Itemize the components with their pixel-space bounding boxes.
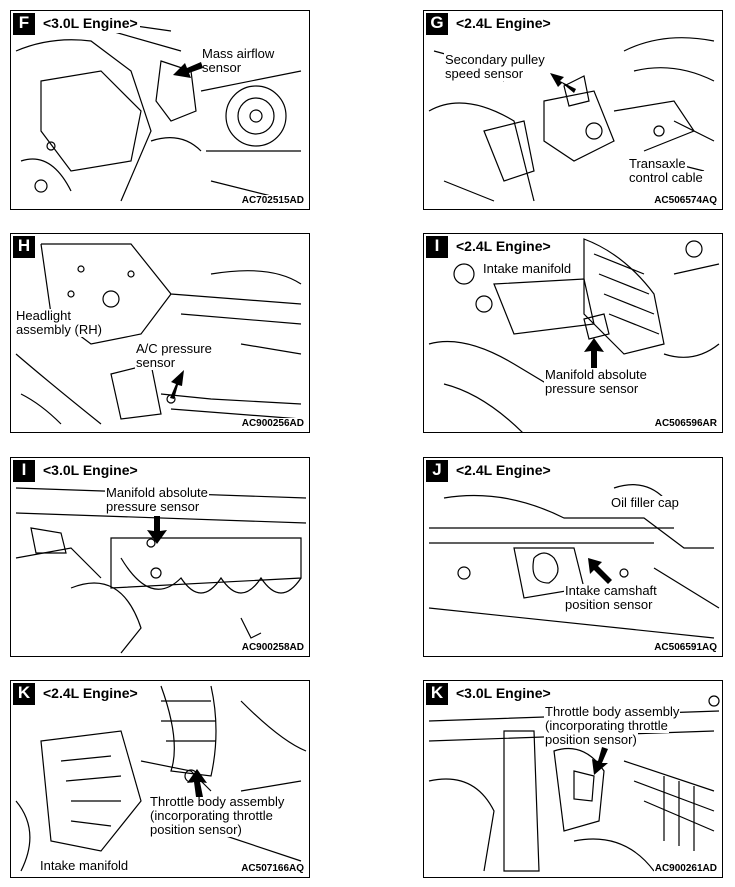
arrow-icon — [588, 558, 612, 584]
engine-drawing-k-30 — [428, 695, 720, 872]
callout-label: sensor — [135, 355, 177, 370]
arrow-icon — [187, 769, 207, 797]
panel-i-30: I <3.0L Engine> Manifold absolute pressu… — [10, 457, 310, 657]
callout-label: pressure sensor — [544, 381, 640, 396]
arrow-icon — [173, 62, 203, 78]
callout-label: pressure sensor — [105, 499, 201, 514]
figure-code: AC506596AR — [653, 418, 718, 429]
callout-label: (incorporating throttle — [149, 808, 274, 823]
callout-label: control cable — [628, 170, 704, 185]
engine-label: <3.0L Engine> — [454, 683, 553, 703]
panel-h: H Headlight assembly (RH) A/C pressure s… — [10, 233, 310, 433]
callout-label: position sensor — [564, 597, 654, 612]
panel-f: F <3.0L Engine> Mass airflow sensor AC70… — [10, 10, 310, 210]
callout-label: Manifold absolute — [544, 367, 648, 382]
panel-letter: H — [13, 236, 35, 258]
callout-label: position sensor) — [149, 822, 243, 837]
engine-drawing-i-24 — [428, 238, 720, 432]
panel-i-24: I <2.4L Engine> Intake manifold Manifold… — [423, 233, 723, 433]
callout-label: Headlight — [15, 308, 72, 323]
callout-label: Throttle body assembly — [149, 794, 286, 809]
engine-drawing-i-30 — [15, 487, 307, 654]
panel-g: G <2.4L Engine> Secondary pulley speed s… — [423, 10, 723, 210]
engine-drawing-f — [15, 20, 302, 202]
callout-label: position sensor) — [544, 732, 638, 747]
panel-j: J <2.4L Engine> Oil filler cap Intake ca… — [423, 457, 723, 657]
arrow-icon — [170, 370, 184, 399]
engine-label: <3.0L Engine> — [41, 460, 140, 480]
figure-code: AC900256AD — [240, 418, 305, 429]
panel-letter: K — [13, 683, 35, 705]
callout-label: Oil filler cap — [610, 495, 680, 510]
figure-code: AC900261AD — [653, 863, 718, 874]
arrow-icon — [550, 73, 576, 93]
arrow-icon — [592, 747, 608, 775]
panel-letter: K — [426, 683, 448, 705]
callout-label: (incorporating throttle — [544, 718, 669, 733]
callout-label: speed sensor — [444, 66, 525, 81]
callout-label: Manifold absolute — [105, 485, 209, 500]
callout-label: Throttle body assembly — [544, 704, 681, 719]
arrow-icon — [147, 516, 167, 544]
callout-label: Mass airflow — [201, 46, 276, 61]
panel-letter: F — [13, 13, 35, 35]
callout-label: Intake camshaft — [564, 583, 658, 598]
callout-label: Intake manifold — [482, 261, 573, 276]
engine-label: <2.4L Engine> — [454, 460, 553, 480]
figure-code: AC702515AD — [240, 195, 305, 206]
figure-code: AC507166AQ — [240, 863, 305, 874]
engine-label: <2.4L Engine> — [454, 236, 553, 256]
callout-label: assembly (RH) — [15, 322, 103, 337]
engine-label: <3.0L Engine> — [41, 13, 140, 33]
panel-k-30: K <3.0L Engine> Throttle body assembly (… — [423, 680, 723, 878]
panel-letter: I — [426, 236, 448, 258]
callout-label: A/C pressure — [135, 341, 213, 356]
engine-drawing-k-24 — [15, 685, 307, 872]
figure-code: AC506591AQ — [653, 642, 718, 653]
panel-letter: J — [426, 460, 448, 482]
figure-code: AC900258AD — [240, 642, 305, 653]
panel-letter: I — [13, 460, 35, 482]
callout-label: sensor — [201, 60, 243, 75]
engine-label: <2.4L Engine> — [454, 13, 553, 33]
panel-k-24: K <2.4L Engine> Throttle body assembly (… — [10, 680, 310, 878]
engine-drawing-j — [428, 484, 720, 639]
engine-label: <2.4L Engine> — [41, 683, 140, 703]
callout-label: Intake manifold — [39, 858, 130, 873]
panel-letter: G — [426, 13, 448, 35]
callout-label: Secondary pulley — [444, 52, 546, 67]
arrow-icon — [584, 338, 604, 368]
figure-code: AC506574AQ — [653, 195, 718, 206]
engine-drawing-h — [15, 243, 302, 425]
callout-label: Transaxle — [628, 156, 687, 171]
